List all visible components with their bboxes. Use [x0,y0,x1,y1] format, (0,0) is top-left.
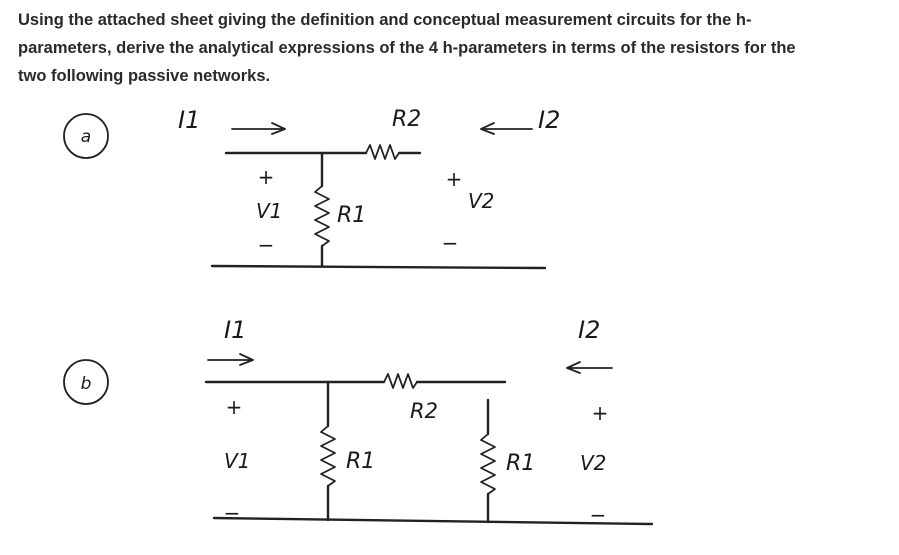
circuit-b-r1-right-resistor [480,433,496,495]
circuit-b-v1-minus: − [224,501,241,525]
problem-line-2: parameters, derive the analytical expres… [18,39,796,57]
circuit-a-v2-minus: − [442,231,459,255]
circuit-b-bottom-wire [212,516,654,526]
circuit-b-v2-plus: + [592,401,609,425]
circuit-a-i1-arrow [231,122,286,135]
circuit-b-r2-resistor [383,373,418,389]
circuit-b-v1-label: V1 [224,449,250,473]
circuit-a-r1-label: R1 [337,203,366,228]
circuit-b-i2-arrow [566,361,613,374]
circuit-a-tag: a [81,127,91,147]
circuit-b-r1-left-label: R1 [346,449,375,474]
circuit-b-v2-minus: − [590,503,607,527]
circuit-a-v2-plus: + [446,167,463,191]
circuit-a-v1-label: V1 [256,199,282,223]
circuit-b-i1-arrow [207,353,254,366]
circuit-a: a I1 I2 R2 R1 + V1 − + V2 − [63,106,560,270]
circuit-b-i1-label: I1 [224,316,246,344]
circuit-b-r1-right-label: R1 [506,451,535,476]
problem-statement: Using the attached sheet giving the defi… [18,6,888,90]
circuit-b: b I1 I2 R2 R1 R1 + V1 − + V2 − [63,316,654,527]
circuit-a-bottom-wire [210,264,547,270]
circuit-a-i2-label: I2 [538,106,560,134]
circuit-a-i2-arrow [480,122,533,135]
circuit-a-i1-label: I1 [178,106,200,134]
circuit-a-r2-resistor [365,144,400,160]
problem-line-1: Using the attached sheet giving the defi… [18,11,752,29]
circuit-b-v1-plus: + [226,395,243,419]
circuit-a-r2-label: R2 [392,107,421,132]
circuit-a-v2-label: V2 [468,189,494,213]
circuit-b-tag: b [81,374,92,394]
circuit-b-v2-label: V2 [580,451,606,475]
circuit-b-r1-left-resistor [320,425,336,487]
circuit-a-v1-plus: + [258,165,275,189]
circuit-b-r2-label: R2 [410,399,438,423]
circuit-b-tag-circle [63,359,109,405]
circuit-a-r1-resistor [314,185,330,247]
circuit-a-tag-circle [63,113,109,159]
problem-line-3: two following passive networks. [18,67,271,85]
circuit-a-v1-minus: − [258,233,275,257]
circuit-b-i2-label: I2 [578,316,600,344]
